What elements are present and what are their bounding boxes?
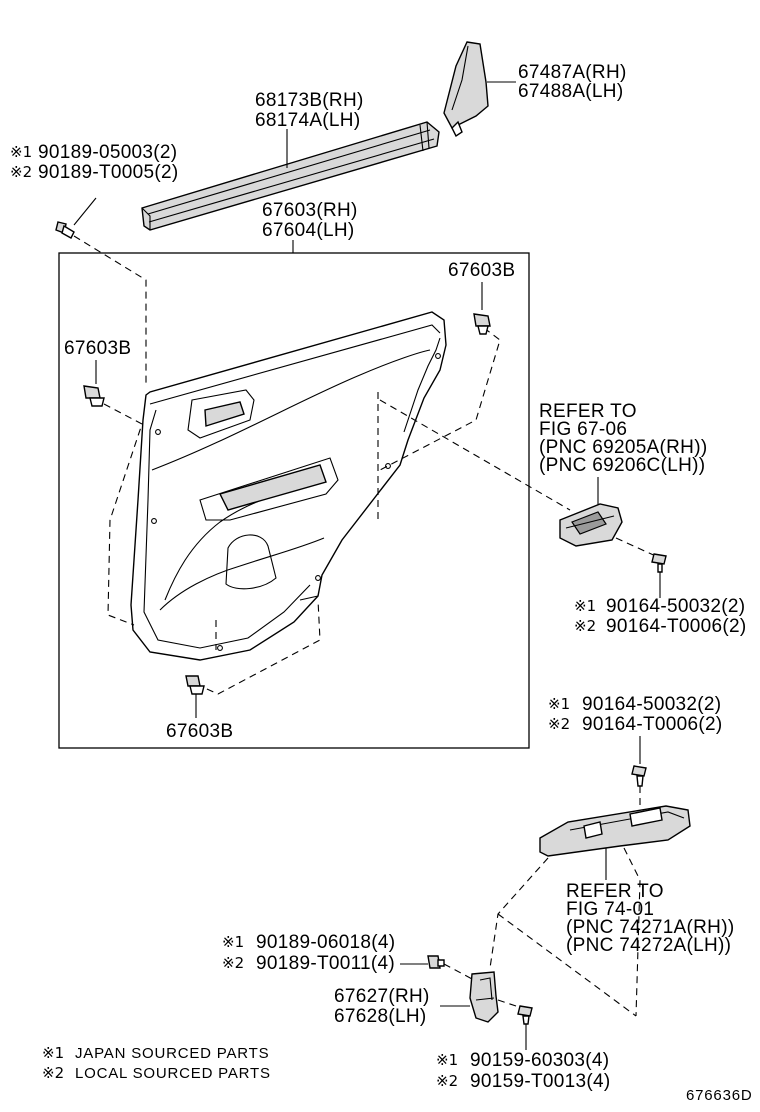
switch-base	[539, 805, 691, 857]
clip-icon	[83, 385, 105, 407]
legend-japan-sourced: JAPAN SOURCED PARTS	[75, 1045, 269, 1062]
door-corner-piece	[443, 41, 489, 138]
clip-icon	[55, 221, 75, 239]
inside-handle	[559, 503, 623, 547]
dashed-line-panel-bottom	[195, 599, 321, 695]
belt-moulding	[141, 121, 440, 231]
part-number-67487a: 67487A(RH)	[518, 62, 627, 83]
dashed-line-bracket-screw	[497, 999, 523, 1009]
mark-local-sourced: ※2	[436, 1072, 458, 1090]
part-number-67627: 67627(RH)	[334, 986, 430, 1007]
part-number-67488a: 67488A(LH)	[518, 81, 623, 102]
part-number-90189-t0011: 90189-T0011(4)	[256, 953, 395, 974]
dashed-line-switch-right	[623, 847, 641, 1017]
mark-japan-sourced: ※1	[10, 143, 32, 161]
part-number-90164-50032-switch: 90164-50032(2)	[582, 694, 721, 715]
legend-local-sourced: LOCAL SOURCED PARTS	[75, 1065, 271, 1082]
part-number-67604: 67604(LH)	[262, 220, 354, 241]
refer-text-switch-4: (PNC 74272A(LH))	[566, 935, 731, 956]
legend-mark-2: ※2	[42, 1064, 64, 1082]
part-number-67603b-upper-right: 67603B	[448, 260, 515, 281]
mark-local-sourced: ※2	[574, 617, 596, 635]
refer-text-handle-3: (PNC 69205A(RH))	[539, 437, 707, 458]
part-number-67603b-bottom: 67603B	[166, 721, 233, 742]
part-number-90164-t0006-handle: 90164-T0006(2)	[606, 616, 746, 637]
refer-text-handle-4: (PNC 69206C(LH))	[539, 455, 705, 476]
dashed-line-top-clip	[73, 235, 147, 385]
mark-japan-sourced: ※1	[548, 695, 570, 713]
mark-japan-sourced: ※1	[436, 1051, 458, 1069]
panel-frame	[58, 252, 530, 749]
screw-icon	[517, 1005, 533, 1025]
refer-text-switch-2: FIG 74-01	[566, 899, 654, 920]
refer-text-handle-1: REFER TO	[539, 401, 637, 422]
part-number-67603b-left: 67603B	[64, 338, 131, 359]
door-bracket	[469, 971, 499, 1023]
part-number-90189-06018: 90189-06018(4)	[256, 932, 395, 953]
leader-top-clip	[73, 197, 97, 226]
dashed-line-bracket-clip	[443, 963, 475, 981]
legend-mark-1: ※1	[42, 1044, 64, 1062]
part-number-90164-50032-handle: 90164-50032(2)	[606, 596, 745, 617]
dashed-line-handle	[379, 399, 571, 511]
part-number-90189-05003: 90189-05003(2)	[38, 142, 177, 163]
screw-icon	[631, 765, 647, 787]
screw-icon	[651, 553, 667, 573]
mark-japan-sourced: ※1	[574, 597, 596, 615]
refer-text-switch-3: (PNC 74271A(RH))	[566, 917, 734, 938]
clip-icon	[185, 675, 205, 695]
part-number-90159-t0013: 90159-T0013(4)	[470, 1071, 610, 1092]
part-number-67603: 67603(RH)	[262, 200, 358, 221]
part-number-90189-t0005: 90189-T0005(2)	[38, 162, 178, 183]
mark-local-sourced: ※2	[222, 954, 244, 972]
door-trim-panel	[130, 311, 447, 661]
mark-local-sourced: ※2	[10, 163, 32, 181]
mark-local-sourced: ※2	[548, 715, 570, 733]
dashed-line-handle-screw	[615, 537, 661, 559]
part-number-68173b: 68173B(RH)	[255, 90, 364, 111]
dashed-line-bracket-right	[497, 913, 637, 1017]
figure-id: 676636D	[686, 1087, 753, 1104]
part-number-67628: 67628(LH)	[334, 1006, 426, 1027]
mark-japan-sourced: ※1	[222, 933, 244, 951]
part-number-68174a: 68174A(LH)	[255, 110, 360, 131]
part-number-90164-t0006-switch: 90164-T0006(2)	[582, 714, 722, 735]
refer-text-handle-2: FIG 67-06	[539, 419, 627, 440]
dashed-line-panel-upper-right	[379, 327, 501, 471]
part-number-90159-60303: 90159-60303(4)	[470, 1050, 609, 1071]
dashed-line-panel-left	[103, 403, 143, 626]
dashed-line-switch-bracket	[489, 857, 549, 969]
clip-icon	[427, 955, 445, 969]
clip-icon	[473, 313, 491, 335]
